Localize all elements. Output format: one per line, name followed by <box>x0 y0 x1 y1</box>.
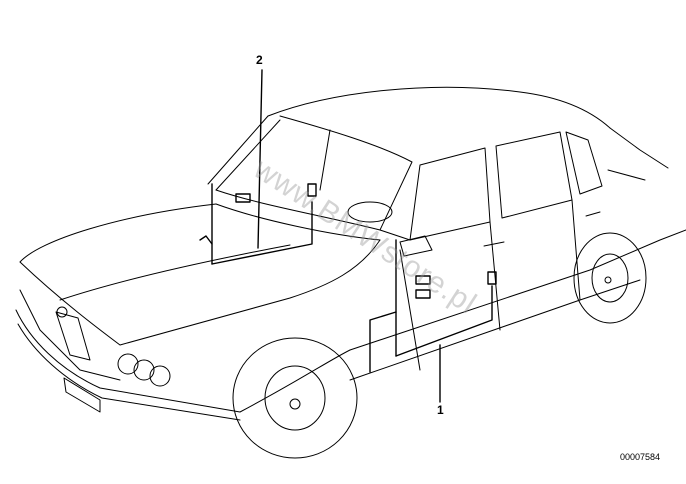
steering-wheel <box>347 201 393 223</box>
body-side <box>239 199 686 413</box>
side-windows <box>409 131 646 241</box>
callout-1: 1 <box>437 403 444 417</box>
door-handle-rear <box>585 211 601 217</box>
windshield <box>215 115 413 231</box>
car-roof <box>207 86 669 185</box>
wiring-harness-2 <box>199 69 317 265</box>
front-wheel <box>232 337 358 459</box>
side-mirror <box>399 235 433 257</box>
part-number: 00007584 <box>620 452 661 462</box>
hood <box>19 203 381 346</box>
door-handle-front <box>483 241 505 247</box>
front-grille <box>19 289 121 381</box>
rear-wheel <box>573 232 647 324</box>
callout-2: 2 <box>256 53 263 67</box>
headlights <box>117 353 171 387</box>
wiring-harness-1 <box>369 239 497 403</box>
front-bumper <box>15 309 241 421</box>
